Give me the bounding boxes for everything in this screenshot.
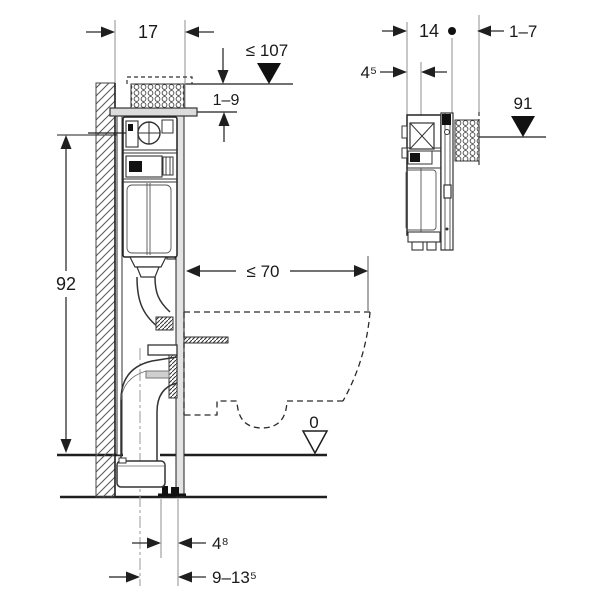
- toilet-bowl-outline: [183, 311, 371, 429]
- flush-inlet-arm: [145, 370, 170, 379]
- arrow-right-icon: [393, 25, 407, 37]
- dim-install-height-max: ≤ 107: [217, 41, 288, 84]
- reference-dot-icon: [448, 27, 456, 35]
- dim-marker-height-label: 91: [514, 94, 533, 113]
- dim-floor-level-label: 0: [309, 413, 318, 432]
- dim-outlet-offset: 4⁸: [132, 534, 229, 553]
- arrow-left-icon: [185, 26, 199, 38]
- dim-outlet-adjust-range-label: 9–13⁵: [212, 568, 257, 587]
- arrow-up-icon: [60, 135, 72, 149]
- dim-install-height-max-label: ≤ 107: [246, 41, 288, 60]
- dim-top-plate-range-label: 1–9: [213, 92, 240, 109]
- arrow-right-icon: [101, 26, 115, 38]
- level-marker-icon: [511, 116, 535, 137]
- arrow-right-icon: [126, 571, 140, 583]
- dim-outlet-offset-label: 4⁸: [212, 534, 229, 553]
- top-wall-block: [126, 76, 193, 109]
- arrow-left-icon: [477, 25, 491, 37]
- drain-outlet-box: [116, 457, 166, 488]
- cistern: [88, 116, 178, 278]
- level-marker-icon: [257, 63, 281, 84]
- dim-side-frame-depth-label: 14: [419, 21, 439, 41]
- fill-valve: [88, 119, 174, 148]
- arrow-down-icon: [60, 439, 72, 453]
- flush-pipe: [136, 276, 178, 399]
- arrow-left-icon: [178, 571, 192, 583]
- side-wall-block: [454, 119, 480, 162]
- arrow-left-icon: [178, 537, 192, 549]
- side-frame-rail: [440, 112, 454, 251]
- arrow-left-icon: [421, 66, 435, 78]
- dim-top-plate-range: 1–9: [213, 92, 240, 142]
- arrow-left-icon: [186, 265, 200, 277]
- side-flush-valve-window: [409, 122, 435, 150]
- dim-frame-depth-label: 17: [138, 22, 158, 42]
- top-rail: [109, 107, 198, 117]
- wall-section: [95, 82, 116, 498]
- flush-valve: [125, 155, 174, 178]
- arrow-right-icon: [393, 66, 407, 78]
- dim-frame-depth: 17: [86, 22, 214, 42]
- dim-outlet-adjust-range: 9–13⁵: [109, 568, 257, 587]
- dim-wall-lining-range: 1–7: [477, 22, 537, 41]
- side-view-element: [401, 112, 480, 251]
- arrow-right-icon: [354, 265, 368, 277]
- dim-wall-lining-range-label: 1–7: [509, 22, 537, 41]
- dim-bowl-projection-max: ≤ 70: [186, 258, 368, 282]
- arrow-up-icon: [218, 112, 230, 126]
- dim-marker-height: 91: [511, 94, 535, 137]
- dim-valve-offset-label: 4⁵: [360, 63, 377, 82]
- arrow-down-icon: [217, 70, 229, 84]
- fixing-rod: [183, 336, 229, 344]
- arrow-right-icon: [147, 537, 161, 549]
- drain-elbow: [116, 344, 178, 488]
- dim-bowl-projection-max-label: ≤ 70: [247, 262, 280, 281]
- flush-connector: [168, 351, 178, 399]
- dim-frame-height-label: 92: [56, 274, 76, 294]
- datum-marker-icon: [301, 430, 329, 455]
- dim-side-frame-depth: 14: [382, 21, 456, 41]
- frame-foot: [158, 486, 186, 497]
- dim-frame-height: 92: [50, 135, 82, 453]
- dim-valve-offset: 4⁵: [360, 63, 447, 82]
- dim-floor-level: 0: [301, 413, 329, 455]
- outlet-collar: [147, 344, 178, 356]
